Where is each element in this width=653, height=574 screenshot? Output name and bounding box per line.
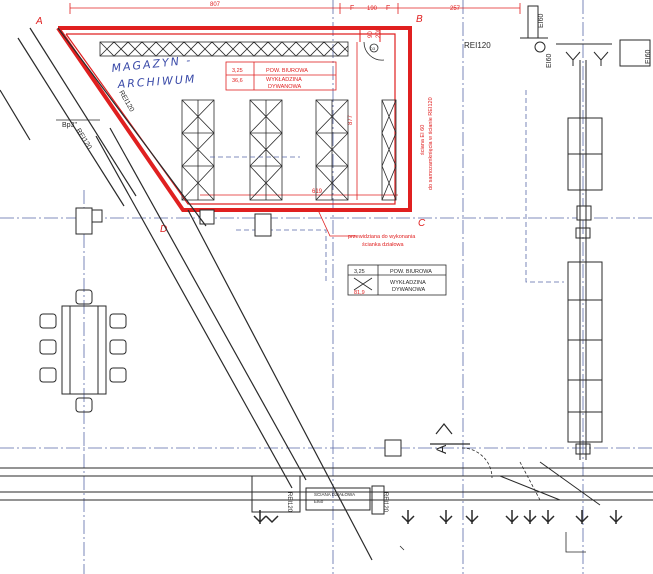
- shelving-rack-3: [315, 99, 349, 201]
- black-room-table: [347, 264, 447, 296]
- black-table-floor1: WYKŁADZINA: [390, 280, 426, 286]
- dim-619: 619: [312, 189, 323, 195]
- diagonal-walls: [0, 27, 373, 561]
- dim-f-b: F: [386, 5, 390, 12]
- rei120-top-right: REI120: [464, 41, 491, 50]
- dim-200: 200: [376, 27, 382, 38]
- conference-table: [61, 305, 107, 395]
- black-table-floor2: DYWANOWA: [392, 287, 426, 293]
- red-table-area2: 36,6: [232, 78, 243, 84]
- door-hardware-row: [253, 510, 623, 524]
- black-table-area2: 81,9: [354, 290, 365, 296]
- red-table-floor1: WYKŁADZINA: [266, 77, 302, 83]
- bottom-note-1: przewidziana do wykonania: [348, 234, 416, 240]
- room-name-1: MAGAZYN -: [111, 54, 193, 75]
- rei120-bottom-1: REI120: [286, 492, 292, 513]
- columns: [75, 205, 592, 457]
- red-table-type: POW. BIUROWA: [266, 68, 308, 74]
- shelving-rack-1: [181, 99, 215, 201]
- black-table-area: 3,25: [354, 269, 365, 275]
- vent-symbols: [565, 39, 651, 67]
- ei60-side-label: EI60: [546, 53, 553, 68]
- top-dimension: [69, 3, 521, 14]
- shelving-rack-2: [249, 99, 283, 201]
- ei60-door-top: [520, 5, 612, 53]
- bottom-note-leader: [317, 209, 356, 237]
- red-table-floor2: DYWANOWA: [268, 84, 302, 90]
- corridor-walls: [0, 461, 653, 515]
- misc-lower-marks: [399, 532, 586, 553]
- bp3-label: Bp3": [62, 122, 77, 129]
- door-swing-storeroom: [363, 41, 385, 61]
- red-inner-dimensions: [200, 42, 398, 200]
- red-room-table: [225, 61, 337, 91]
- point-b: B: [416, 14, 423, 25]
- right-partition: [567, 60, 603, 460]
- corridor-doors: [461, 447, 541, 501]
- point-c: C: [418, 218, 426, 229]
- truss-shelf: [99, 41, 349, 57]
- room-name-2: ARCHIWUM: [116, 73, 197, 92]
- point-a: A: [35, 16, 43, 27]
- point-d: D: [160, 224, 167, 235]
- corridor-note-2: EI60: [314, 499, 324, 504]
- dim-877: 877: [348, 114, 354, 125]
- wall-note-1: ściana EI 60: [420, 125, 426, 155]
- black-table-type: POW. BIUROWA: [390, 269, 432, 275]
- dashed-room-outlines: [210, 90, 564, 283]
- chairs: [39, 289, 127, 413]
- shelving-rack-4: [381, 99, 397, 201]
- red-table-area: 3,25: [232, 68, 243, 74]
- dim-90: 90: [368, 31, 374, 38]
- dim-807: 807: [210, 2, 221, 8]
- section-marker: [430, 423, 470, 445]
- section-a-label: A: [433, 444, 449, 454]
- bottom-note-2: ścianka działowa: [362, 242, 405, 248]
- ei60-right-label: EI60: [645, 49, 652, 64]
- dim-190: 190: [367, 6, 378, 12]
- dim-f-a: F: [350, 5, 354, 12]
- ei60-top-label: EI60: [538, 13, 545, 28]
- wall-note-2: do samozamknięcia w ścianie REI120: [428, 97, 434, 190]
- door-symbol: D3: [370, 46, 376, 51]
- rei120-bottom-2: REI120: [382, 492, 388, 513]
- dim-257: 257: [450, 6, 461, 12]
- corridor-note-1: ŚCIANA DZIAŁOWA: [314, 490, 355, 497]
